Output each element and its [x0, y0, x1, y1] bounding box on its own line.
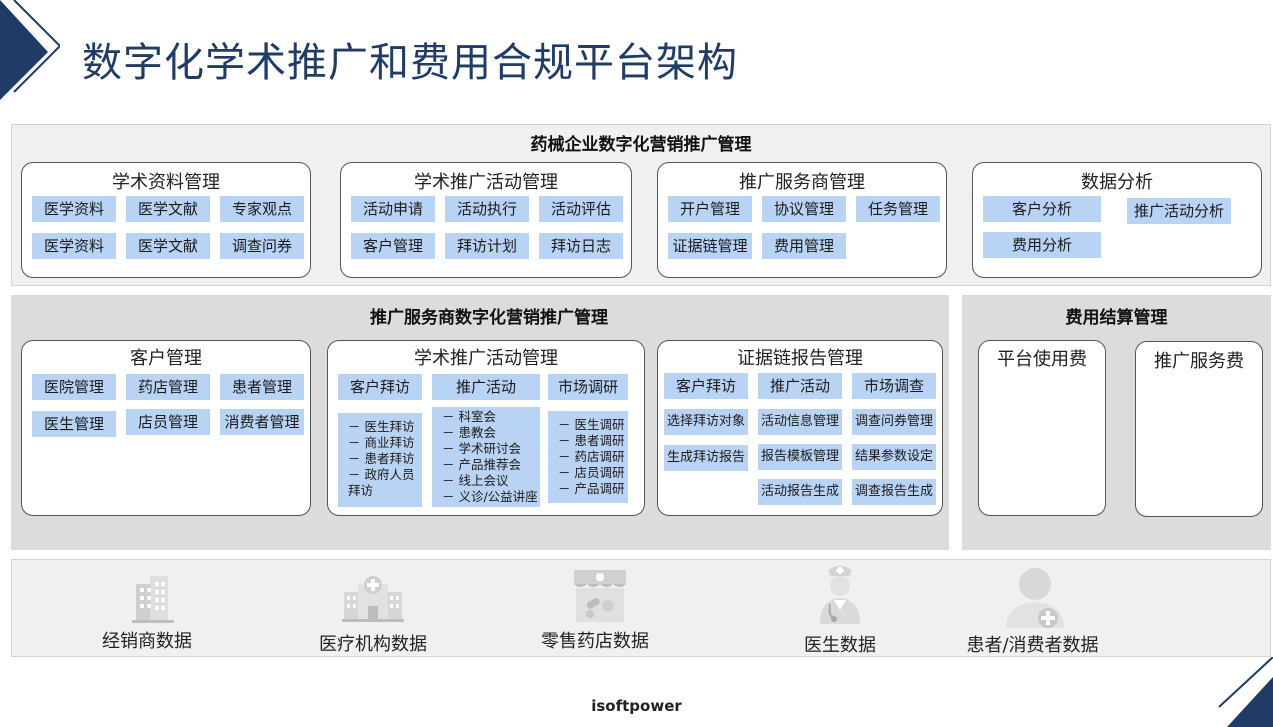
chip[interactable]: 拜访计划 — [445, 233, 529, 259]
chip[interactable]: 费用管理 — [762, 233, 846, 259]
service-fee-box[interactable]: 推广服务费 — [1135, 341, 1263, 517]
list-item: － 学术研讨会 — [442, 441, 521, 456]
chip[interactable]: 拜访日志 — [539, 233, 623, 259]
chip[interactable]: 活动申请 — [351, 196, 435, 222]
list-item: － 科室会 — [442, 409, 496, 424]
settlement-panel-title: 费用结算管理 — [1065, 308, 1168, 328]
chip[interactable]: 推广活动分析 — [1127, 198, 1231, 224]
chip[interactable]: 活动报告生成 — [758, 479, 842, 505]
chip[interactable]: 报告模板管理 — [758, 444, 842, 470]
chip[interactable]: 协议管理 — [762, 196, 846, 222]
chip[interactable]: 结果参数设定 — [852, 444, 936, 470]
platform-fee-box[interactable]: 平台使用费 — [978, 340, 1106, 516]
chip[interactable]: 调查问券 — [220, 233, 304, 259]
chip[interactable]: 医院管理 — [32, 374, 116, 400]
list-item: － 义诊/公益讲座 — [442, 489, 538, 504]
visit-list: － 医生拜访 － 商业拜访 － 患者拜访 － 政府人员 拜访 — [338, 413, 422, 507]
chip[interactable]: 专家观点 — [220, 196, 304, 222]
box-title: 学术资料管理 — [112, 172, 220, 193]
chip[interactable]: 推广活动 — [432, 374, 540, 400]
customer-management-box: 客户管理 医院管理 药店管理 患者管理 医生管理 店员管理 消费者管理 — [21, 340, 311, 516]
chip[interactable]: 客户分析 — [983, 196, 1101, 222]
chip[interactable]: 证据链管理 — [668, 233, 752, 259]
box-title: 平台使用费 — [997, 349, 1087, 370]
academic-activity-box: 学术推广活动管理 活动申请 活动执行 活动评估 客户管理 拜访计划 拜访日志 — [340, 162, 632, 278]
list-item: － 产品推荐会 — [442, 457, 521, 472]
box-title: 推广服务商管理 — [739, 172, 865, 193]
building-icon — [132, 576, 174, 623]
chip[interactable]: 任务管理 — [856, 196, 940, 222]
chip[interactable]: 选择拜访对象 — [664, 409, 748, 435]
list-item: － 患者拜访 — [348, 451, 415, 466]
chip[interactable]: 客户拜访 — [338, 374, 422, 400]
chip[interactable]: 药店管理 — [126, 374, 210, 400]
data-source-label: 医生数据 — [804, 635, 876, 656]
pharmacy-icon — [574, 570, 626, 622]
brand-footer: isoftpower — [591, 697, 682, 715]
chip[interactable]: 市场调查 — [852, 373, 936, 399]
list-item: － 商业拜访 — [348, 435, 415, 450]
academic-material-box: 学术资料管理 医学资料 医学文献 专家观点 医学资料 医学文献 调查问券 — [21, 162, 311, 278]
chip[interactable]: 消费者管理 — [220, 409, 304, 435]
chip[interactable]: 医学文献 — [126, 233, 210, 259]
page-title: 数字化学术推广和费用合规平台架构 — [82, 40, 738, 86]
chip[interactable]: 客户拜访 — [664, 373, 748, 399]
list-item: 拜访 — [348, 483, 374, 498]
chip[interactable]: 店员管理 — [126, 409, 210, 435]
chip[interactable]: 客户管理 — [351, 233, 435, 259]
list-item: － 政府人员 — [348, 467, 415, 482]
service-provider-box: 推广服务商管理 开户管理 协议管理 任务管理 证据链管理 费用管理 — [657, 162, 947, 278]
promotion-activity-box: 学术推广活动管理 客户拜访 推广活动 市场调研 － 医生拜访 － 商业拜访 － … — [327, 340, 645, 516]
hospital-icon — [342, 576, 404, 622]
chip[interactable]: 推广活动 — [758, 373, 842, 399]
chip[interactable]: 医学资料 — [32, 196, 116, 222]
data-analysis-box: 数据分析 客户分析 推广活动分析 费用分析 — [972, 162, 1262, 278]
corner-decoration — [0, 0, 60, 100]
data-source-label: 零售药店数据 — [541, 631, 649, 652]
doctor-icon — [820, 566, 860, 624]
chip[interactable]: 医学文献 — [126, 196, 210, 222]
box-title: 数据分析 — [1081, 172, 1153, 193]
list-item: － 线上会议 — [442, 473, 509, 488]
box-title: 学术推广活动管理 — [414, 172, 558, 193]
chip[interactable]: 生成拜访报告 — [664, 445, 748, 471]
provider-panel-title: 推广服务商数字化营销推广管理 — [370, 308, 608, 328]
chip[interactable]: 活动执行 — [445, 196, 529, 222]
list-item: － 药店调研 — [558, 449, 625, 464]
chip[interactable]: 活动评估 — [539, 196, 623, 222]
data-source-panel — [11, 559, 1271, 657]
list-item: － 产品调研 — [558, 481, 625, 496]
chip[interactable]: 调查问券管理 — [852, 409, 936, 435]
chip[interactable]: 医学资料 — [32, 233, 116, 259]
list-item: － 医生拜访 — [348, 419, 415, 434]
data-source-label: 患者/消费者数据 — [966, 635, 1099, 656]
chip[interactable]: 调查报告生成 — [852, 479, 936, 505]
data-source-label: 经销商数据 — [102, 631, 192, 652]
box-title: 推广服务费 — [1154, 351, 1244, 372]
box-title: 客户管理 — [130, 348, 202, 369]
research-list: － 医生调研 － 患者调研 － 药店调研 － 店员调研 － 产品调研 — [548, 411, 628, 503]
activity-list: － 科室会 － 患教会 － 学术研讨会 － 产品推荐会 － 线上会议 － 义诊/… — [432, 407, 540, 507]
box-title: 学术推广活动管理 — [414, 348, 558, 369]
chip[interactable]: 费用分析 — [983, 232, 1101, 258]
corner-decoration — [1218, 657, 1273, 727]
list-item: － 医生调研 — [558, 417, 625, 432]
box-title: 证据链报告管理 — [737, 348, 863, 369]
chip[interactable]: 开户管理 — [668, 196, 752, 222]
chip[interactable]: 患者管理 — [220, 374, 304, 400]
list-item: － 店员调研 — [558, 465, 625, 480]
data-source-label: 医疗机构数据 — [319, 634, 427, 655]
list-item: － 患者调研 — [558, 433, 625, 448]
enterprise-panel-title: 药械企业数字化营销推广管理 — [530, 135, 752, 155]
chip[interactable]: 活动信息管理 — [758, 409, 842, 435]
chip[interactable]: 市场调研 — [548, 374, 628, 400]
evidence-report-box: 证据链报告管理 客户拜访 推广活动 市场调查 选择拜访对象 活动信息管理 调查问… — [657, 340, 943, 516]
chip[interactable]: 医生管理 — [32, 411, 116, 437]
patient-icon — [1006, 568, 1064, 628]
list-item: － 患教会 — [442, 425, 496, 440]
